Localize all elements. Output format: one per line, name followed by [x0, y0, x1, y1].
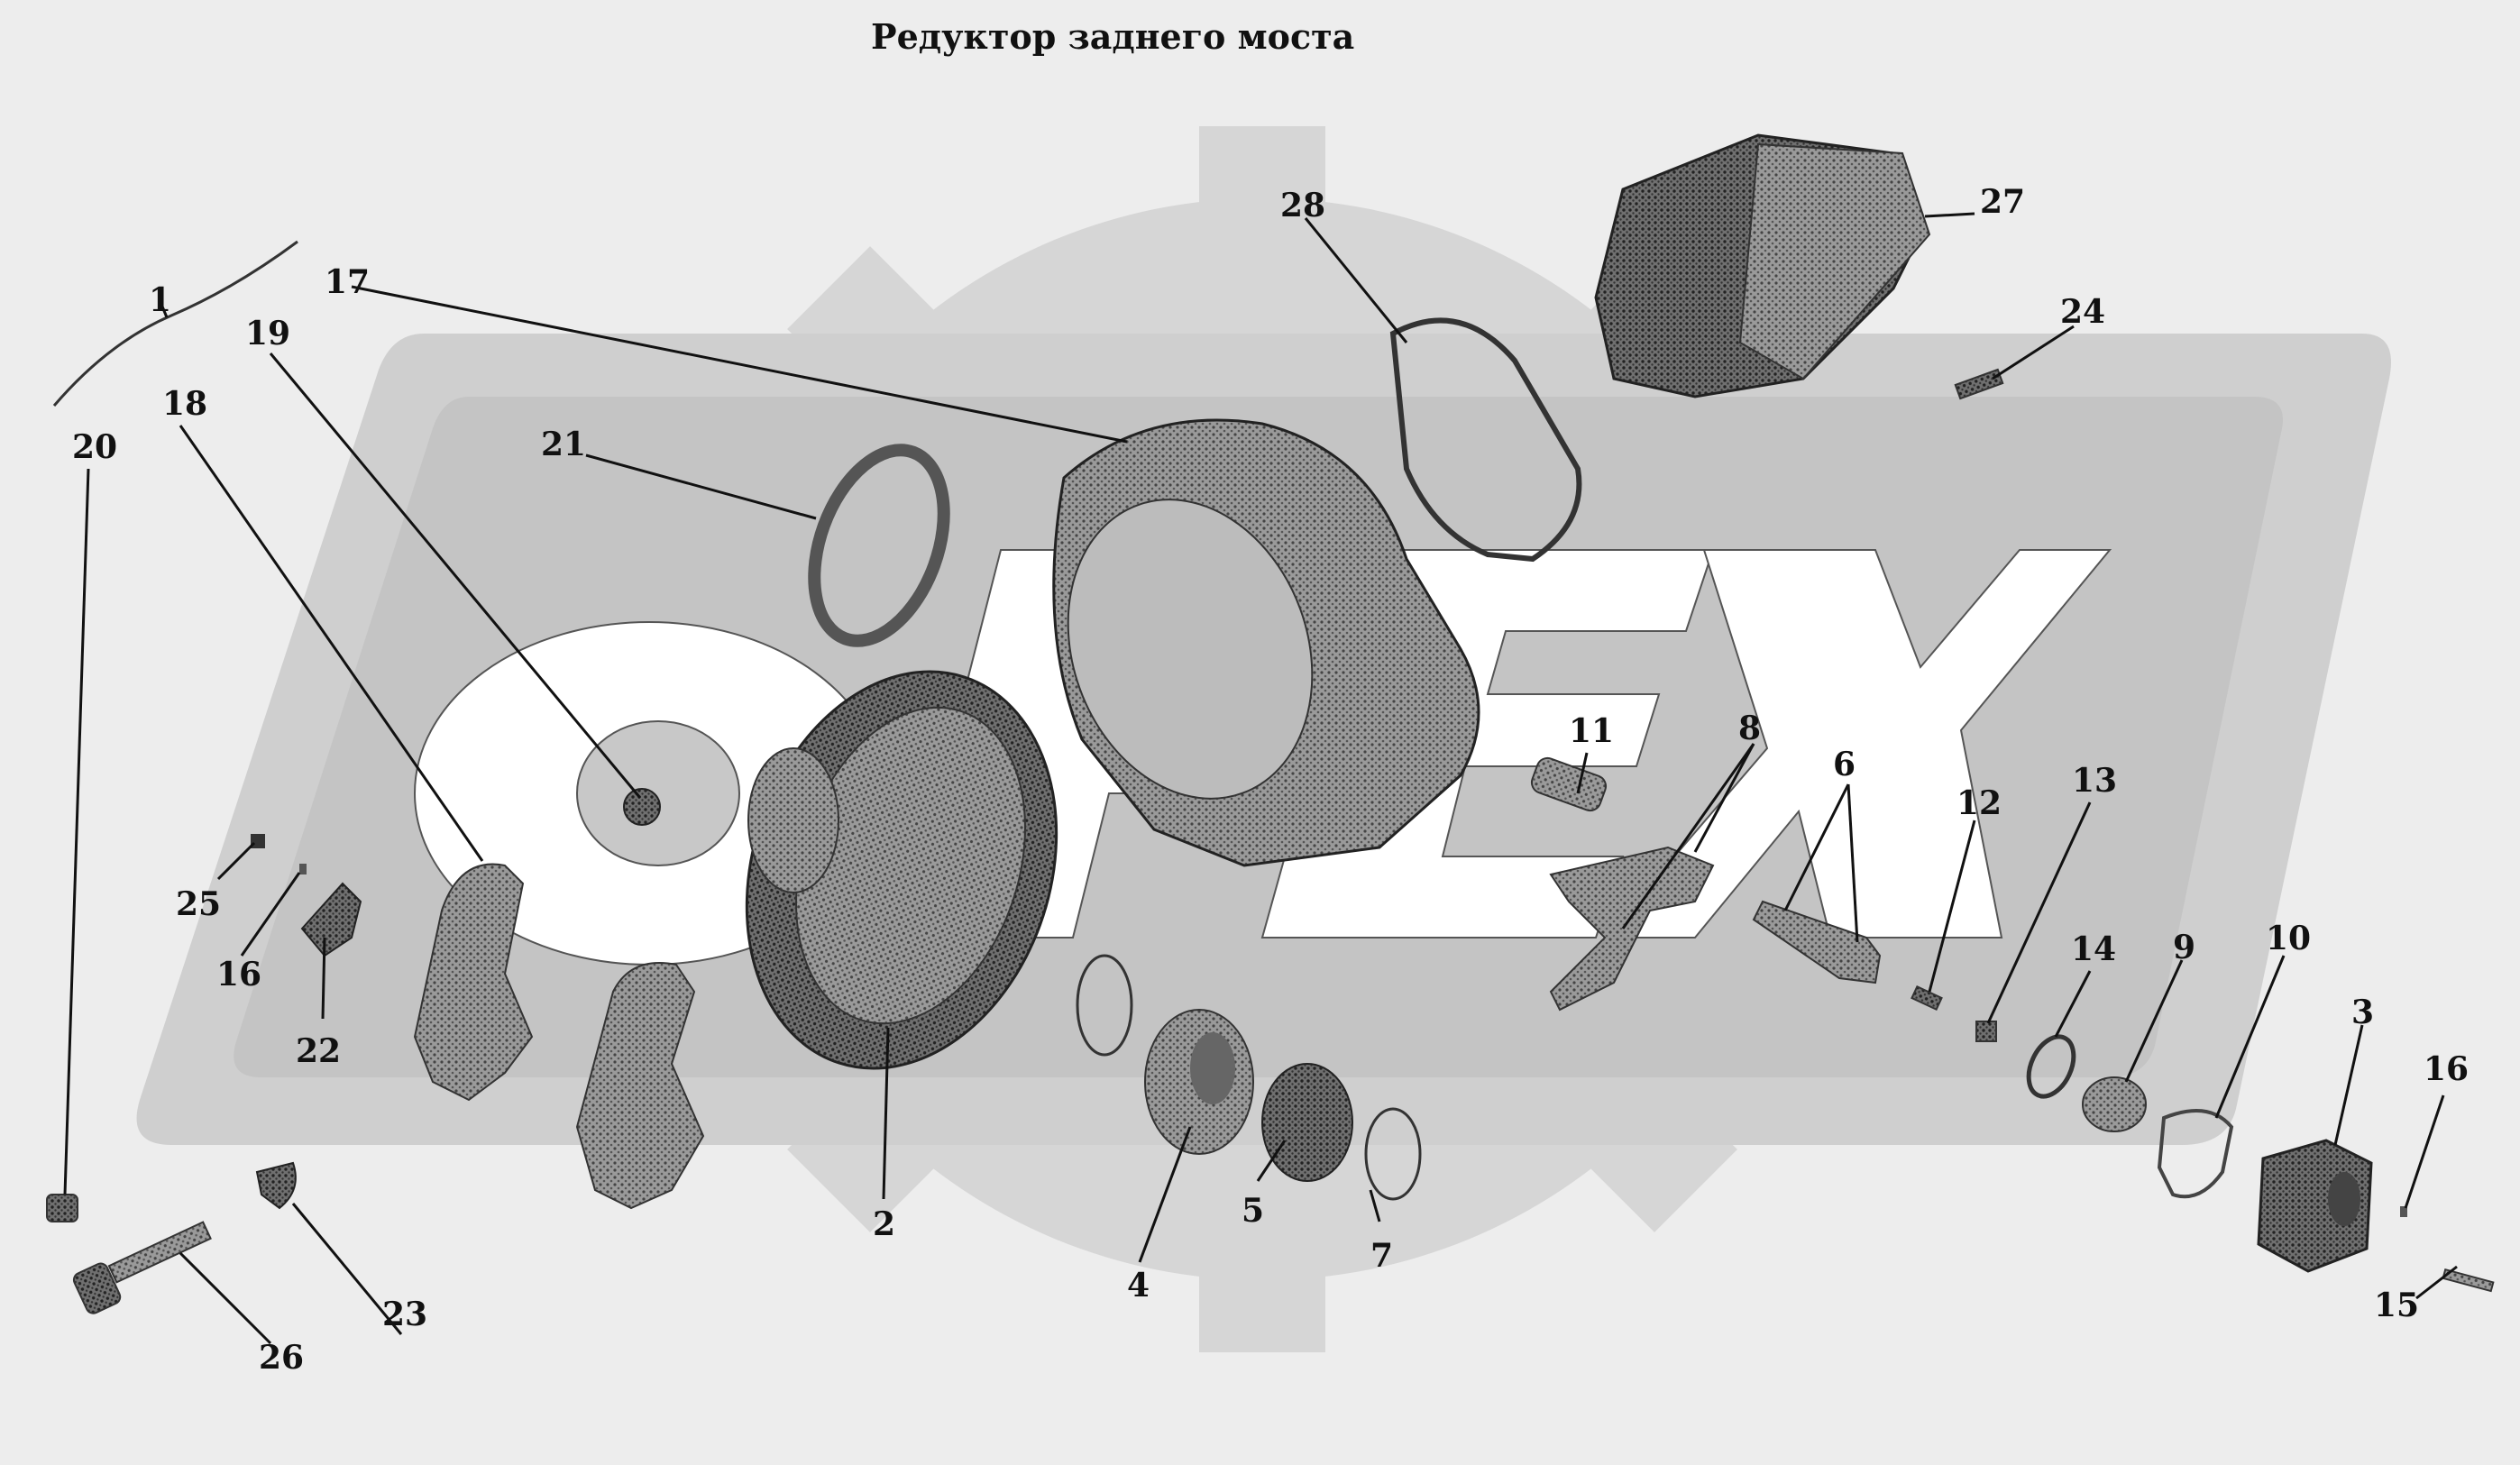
callout-4: 4	[1127, 1267, 1150, 1305]
callout-16b: 16	[2424, 1050, 2469, 1088]
pin-16-part	[299, 864, 307, 874]
pin-16b-part	[2400, 1206, 2407, 1217]
bushing-9-part	[2082, 1076, 2147, 1132]
callout-6: 6	[1833, 746, 1856, 783]
callout-21: 21	[541, 426, 586, 463]
fork-8-part	[1549, 846, 1715, 1012]
callout-26: 26	[259, 1339, 304, 1377]
callout-23: 23	[382, 1296, 427, 1333]
callout-17: 17	[325, 263, 370, 301]
callout-8: 8	[1738, 710, 1761, 747]
callout-27: 27	[1980, 183, 2025, 221]
sleeve-11-part	[1530, 756, 1608, 812]
callout-labels: 1 2 3 4 5 6 7 8 9 10 11 12 13 14 15 16 1…	[72, 183, 2469, 1377]
plug-13-part	[1975, 1021, 1997, 1042]
callout-7: 7	[1370, 1237, 1393, 1275]
callout-24: 24	[2060, 293, 2105, 331]
gasket-28-part	[1389, 317, 1582, 563]
callout-18: 18	[162, 385, 207, 423]
ring-14-part	[2026, 1034, 2076, 1099]
callout-14: 14	[2071, 930, 2116, 968]
callout-12: 12	[1956, 784, 2002, 822]
callout-10: 10	[2266, 920, 2311, 957]
clip-22-part	[300, 882, 362, 957]
nut-19-part	[623, 788, 661, 826]
snapring-4a-part	[1076, 954, 1133, 1057]
differential-2-part	[745, 670, 1058, 1070]
callout-11: 11	[1569, 712, 1614, 750]
pin-12-part	[1911, 984, 1943, 1012]
callout-9: 9	[2173, 929, 2195, 966]
callout-13: 13	[2072, 762, 2117, 800]
callout-25: 25	[176, 885, 221, 923]
callout-5: 5	[1242, 1192, 1264, 1230]
gasket-10-part	[2157, 1109, 2234, 1199]
bolt-26-part	[72, 1221, 212, 1314]
pinion-27-part	[1594, 133, 1931, 398]
housing-17-part	[1052, 418, 1480, 867]
bearing-4-part	[1144, 1009, 1254, 1155]
callout-1: 1	[149, 281, 171, 319]
callout-2: 2	[873, 1205, 895, 1243]
lockplate-23-part	[255, 1161, 297, 1210]
bearing-5-part	[1261, 1063, 1353, 1182]
callout-28: 28	[1280, 187, 1325, 224]
snapring-7-part	[1364, 1107, 1422, 1201]
shaft-6-part	[1752, 900, 1882, 984]
callout-20: 20	[72, 428, 117, 466]
ring-21-part	[808, 444, 950, 647]
pin-20-part	[46, 1194, 78, 1222]
wire-part	[52, 240, 298, 407]
leader-lines	[63, 212, 2458, 1345]
cylinder-3-part	[2257, 1139, 2373, 1273]
bearing-cap-18b-part	[575, 962, 705, 1210]
callout-15: 15	[2374, 1286, 2419, 1324]
bolt-24-part	[1954, 368, 2004, 400]
callout-16: 16	[216, 956, 261, 993]
page-title: Редуктор заднего моста	[871, 16, 1355, 57]
pin-15-part	[2442, 1268, 2495, 1293]
bearing-cap-18-part	[413, 863, 534, 1102]
callout-22: 22	[296, 1032, 341, 1070]
callout-3: 3	[2351, 993, 2374, 1031]
callout-19: 19	[245, 315, 290, 353]
